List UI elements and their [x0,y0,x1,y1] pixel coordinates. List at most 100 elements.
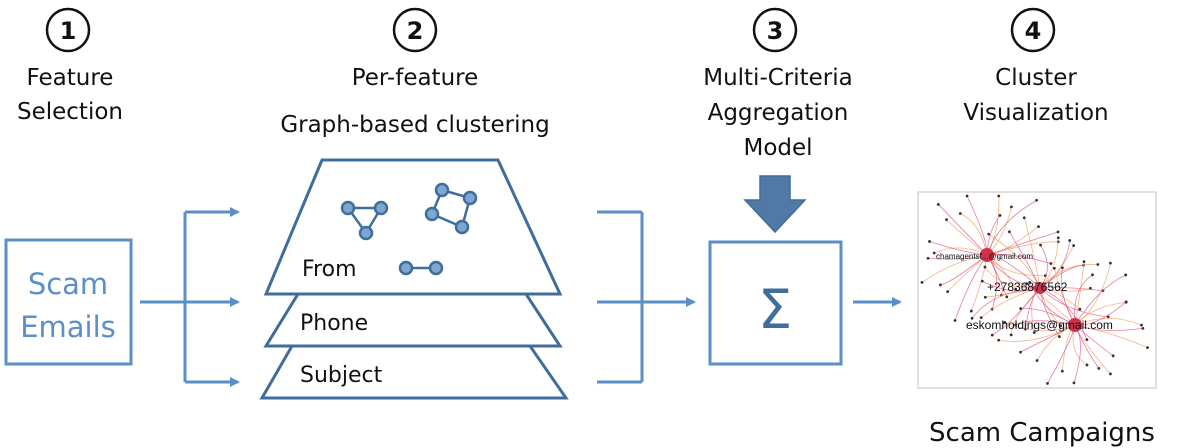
step-3-title-line-3: Model [743,135,812,161]
viz-node [936,203,940,206]
layer-from [263,158,563,296]
viz-node [1028,280,1032,284]
step-4-circle [1010,7,1056,53]
viz-node [983,295,987,299]
step-2-number: 2 [407,17,424,45]
viz-node [1111,354,1115,358]
step-1-circle [45,7,91,53]
viz-edge [1039,263,1098,289]
step-2-title-line-2: Graph-based clustering [280,112,549,138]
viz-edge [971,287,1041,319]
down-arrow-icon [743,175,807,234]
viz-node [1146,346,1149,350]
feature-layers [259,158,569,400]
viz-node [1097,366,1101,370]
viz-node [1056,230,1060,234]
aggregation-rect [708,240,843,366]
viz-node [1009,333,1013,337]
viz-node [1072,381,1076,385]
viz-node [1124,273,1128,277]
viz-edge [984,266,1041,289]
viz-node [1049,262,1053,265]
viz-node [1109,261,1112,265]
viz-node [932,251,936,255]
viz-edge [998,324,1076,342]
viz-node [998,214,1002,217]
viz-node [1060,266,1064,270]
step-4-title-line-1: Cluster [995,65,1077,91]
viz-label-1: chamagentsf...@gmail.com [936,252,1033,261]
graph-icon-pentagon [424,182,478,235]
viz-node [1008,230,1011,234]
viz-node [1035,198,1038,202]
step-1-title-line-1: Feature [27,65,114,91]
viz-node [1085,338,1089,342]
viz-node [1141,326,1145,330]
merge-arrows [597,210,696,384]
step-3-title-line-2: Aggregation [708,100,849,126]
viz-node [928,240,931,243]
viz-node [965,194,969,198]
step-2: 2 Per-feature Graph-based clustering [280,7,550,138]
viz-node [1082,260,1086,264]
step-4-title-line-2: Visualization [963,100,1108,126]
viz-node [1053,266,1056,270]
viz-node [1009,205,1013,209]
step-4: 4 Cluster Visualization [963,7,1109,126]
graph-icon-pair [398,260,444,276]
viz-node [1046,382,1049,385]
viz-node [953,319,957,322]
layer-from-label: From [302,257,357,282]
viz-node [1078,307,1082,311]
viz-node [1091,273,1094,277]
viz-node [1106,315,1110,319]
viz-label-3: eskomholdings@gmail.com [966,318,1113,332]
viz-node [997,338,1001,342]
viz-hub-1 [980,248,994,262]
viz-node [1032,331,1036,334]
viz-node [958,212,962,215]
viz-node [1005,295,1009,299]
scam-emails-line-2: Emails [20,310,116,344]
viz-node [1109,372,1112,376]
viz-edge [986,241,1059,256]
viz-node [938,283,942,287]
viz-node [969,309,973,313]
layer-subject-label: Subject [300,363,383,388]
step-3-number: 3 [767,17,784,45]
viz-node [997,194,1001,198]
viz-hub-2 [1034,282,1046,294]
viz-node [1068,239,1072,242]
viz-node [1096,263,1100,266]
split-arrows [140,207,240,387]
viz-node [1124,300,1128,304]
step-1-title-line-2: Selection [17,99,123,125]
viz-node [983,265,987,269]
step-3-title-line-1: Multi-Criteria [703,65,853,91]
layer-phone-label: Phone [300,311,368,336]
viz-node [945,218,948,222]
scam-emails-line-1: Scam [28,267,108,301]
viz-edge [1039,287,1109,318]
viz-node [1039,243,1042,247]
viz-node [987,232,991,236]
step-3-circle [752,7,798,53]
viz-node [1019,350,1022,354]
viz-node [1059,324,1063,328]
viz-node [979,316,983,319]
step-4-number: 4 [1025,17,1042,45]
graph-icon-triangle [340,200,389,241]
step-1-number: 1 [60,17,77,45]
viz-node [1014,287,1018,291]
viz-node [1019,307,1023,310]
scam-campaigns-label: Scam Campaigns [929,418,1155,448]
viz-node [926,256,930,260]
step-2-circle [392,7,438,53]
viz-node [1025,282,1029,286]
aggregation-box: Σ [708,240,843,366]
viz-label-2: +27836876562 [987,280,1068,294]
viz-node [920,280,924,284]
viz-node [1035,359,1039,362]
viz-node [990,333,994,337]
step-2-title-line-1: Per-feature [352,65,479,91]
